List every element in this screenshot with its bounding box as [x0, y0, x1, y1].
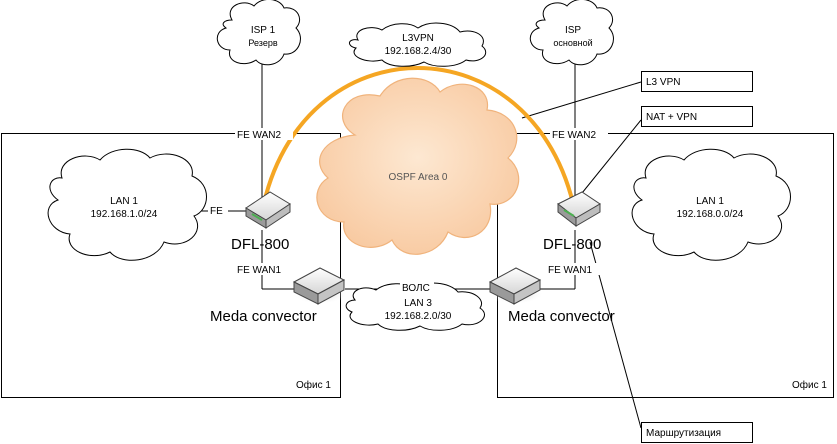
- l3vpn-cloud: [349, 22, 487, 67]
- router-left-icon: [245, 191, 291, 229]
- media-converter-left-icon: [292, 267, 348, 305]
- isp-main-line2: основной: [553, 38, 592, 48]
- vpn-tunnel-arc: [260, 66, 577, 213]
- ospf-label: OSPF Area 0: [389, 172, 448, 183]
- callout-l3vpn-box: [641, 71, 753, 92]
- office-right-box: [497, 133, 834, 398]
- lan-left-line2: 192.168.1.0/24: [91, 209, 158, 220]
- isp1-cloud: [216, 0, 301, 66]
- left-fe-label: FE: [210, 206, 223, 217]
- isp-main-cloud: [529, 0, 614, 66]
- media-left-label: Meda convector: [210, 308, 317, 325]
- lan-right-line1: LAN 1: [696, 196, 724, 207]
- isp-main-line1: ISP: [565, 25, 581, 36]
- router-right-icon: [557, 191, 601, 228]
- l3vpn-cloud-line1: L3VPN: [402, 33, 434, 44]
- left-wan1-label: FE WAN1: [237, 265, 282, 276]
- ospf-cloud: [316, 77, 520, 255]
- fiber-label: ВОЛС: [402, 283, 430, 294]
- router-right-label: DFL-800: [543, 236, 601, 253]
- lan-right-line2: 192.168.0.0/24: [677, 209, 744, 220]
- lan3-cloud: [345, 282, 485, 331]
- router-left-label: DFL-800: [231, 236, 289, 253]
- office-right-label: Офис 1: [792, 379, 827, 391]
- office-left-label: Офис 1: [296, 379, 331, 391]
- callout-routing-box: [641, 422, 753, 443]
- lan-left-cloud: [47, 148, 207, 261]
- callout-nat-box: [641, 106, 753, 127]
- callout-nat-text: NAT + VPN: [646, 112, 697, 123]
- left-wan2-label: FE WAN2: [237, 130, 282, 141]
- callout-l3vpn-text: L3 VPN: [646, 77, 680, 88]
- lan3-line2: 192.168.2.0/30: [385, 311, 452, 322]
- lan-left-line1: LAN 1: [110, 196, 138, 207]
- callout-routing-text: Маршрутизация: [646, 428, 721, 439]
- lan-right-cloud: [631, 148, 791, 261]
- isp1-line2: Резерв: [248, 38, 277, 48]
- lan3-line1: LAN 3: [404, 298, 432, 309]
- l3vpn-cloud-line2: 192.168.2.4/30: [385, 46, 452, 57]
- media-converter-right-icon: [488, 267, 544, 305]
- right-wan2-label: FE WAN2: [552, 130, 597, 141]
- office-left-box: [1, 133, 341, 398]
- media-right-label: Meda convector: [508, 308, 615, 325]
- isp1-line1: ISP 1: [251, 25, 276, 36]
- right-wan1-label: FE WAN1: [548, 265, 593, 276]
